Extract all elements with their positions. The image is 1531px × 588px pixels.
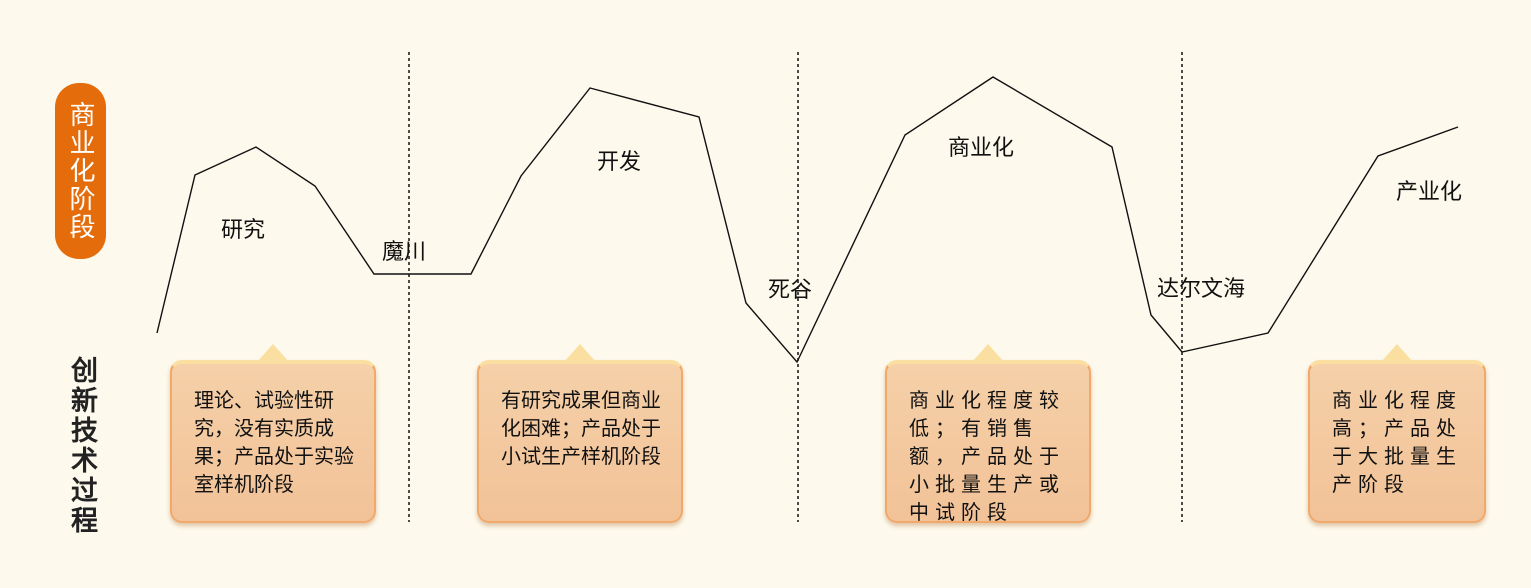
valley-label-death-valley: 死谷 [768,278,813,303]
stage-label-pill: 商业化阶段 [55,83,106,259]
stage-box-research: 理论、试验性研究，没有实质成果；产品处于实验室样机阶段 [170,344,376,523]
peak-label-commercialization: 商业化 [948,136,1015,161]
peak-label-development: 开发 [597,150,642,175]
stage-box-development: 有研究成果但商业化困难；产品处于小试生产样机阶段 [477,344,683,523]
innovation-curve [156,76,1459,364]
process-label: 创新技术过程 [66,356,97,536]
peak-label-industrialization: 产业化 [1396,180,1463,205]
peak-label-research: 研究 [221,218,266,243]
stage-box-text: 商业化程度较低；有销售额，产品处于小批量生产或中试阶段 [909,388,1065,524]
stage-label: 商业化阶段 [65,101,95,241]
stage-box-text: 有研究成果但商业化困难；产品处于小试生产样机阶段 [501,388,661,468]
stage-box-text: 理论、试验性研究，没有实质成果；产品处于实验室样机阶段 [194,388,354,496]
valley-label-darwin-sea: 达尔文海 [1157,277,1246,302]
valley-label-devil-river: 魔川 [382,240,427,265]
stage-box-text: 商业化程度高；产品处于大批量生产阶段 [1332,388,1462,496]
stage-box-commercialization: 商业化程度较低；有销售额，产品处于小批量生产或中试阶段 [885,344,1091,524]
stage-box-industrialization: 商业化程度高；产品处于大批量生产阶段 [1308,344,1486,523]
